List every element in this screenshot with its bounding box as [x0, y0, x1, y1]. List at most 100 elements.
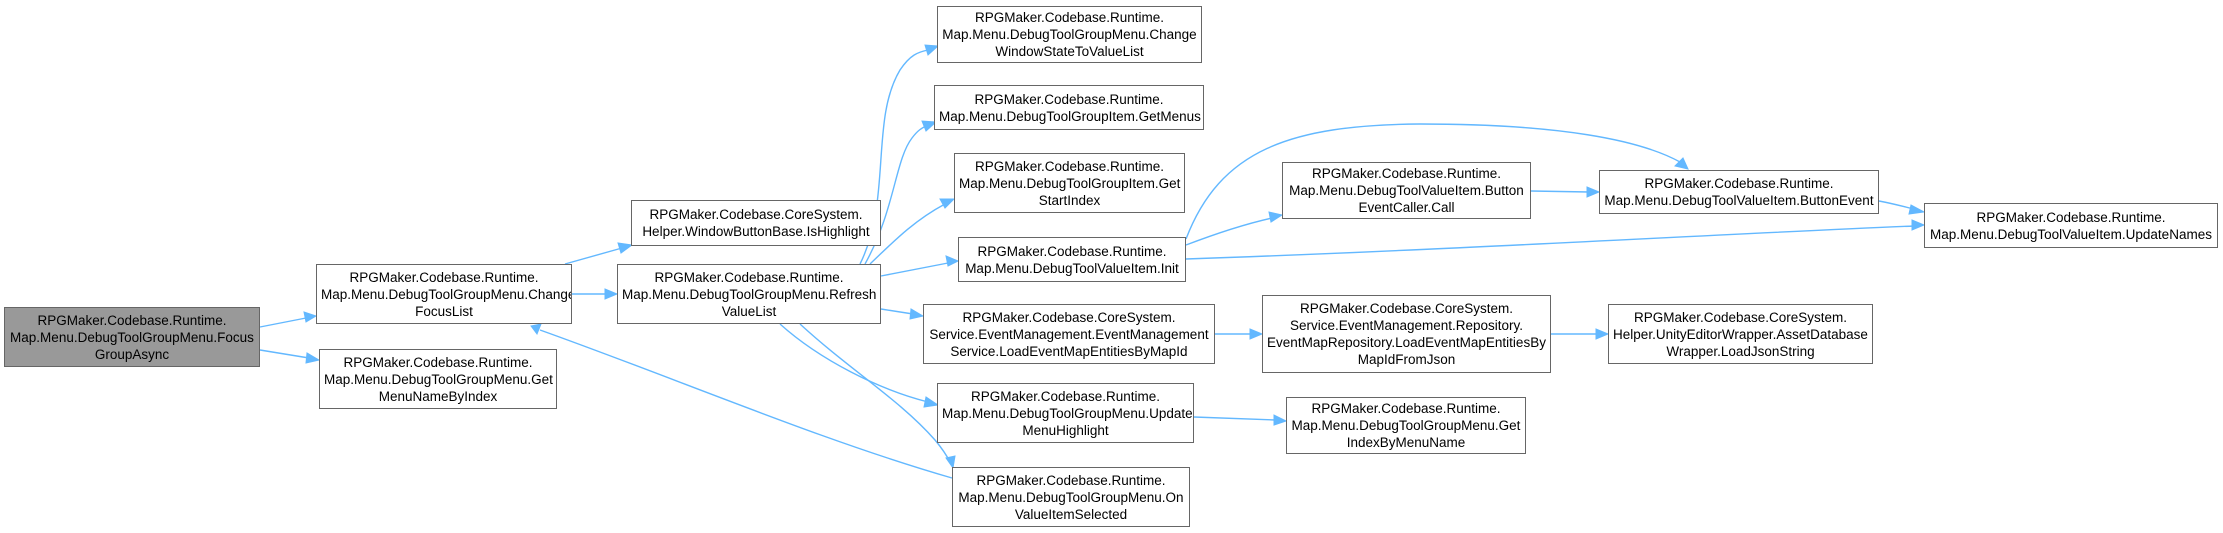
node-label-line: Map.Menu.DebugToolValueItem.UpdateNames [1930, 226, 2212, 242]
edge-buttoncaller-to-buttonevent [1530, 190, 1590, 193]
arrowhead-refresh-to-getstartindex [939, 198, 956, 209]
arrowhead-init-to-updatenames [1911, 219, 1926, 231]
node-load-json-string[interactable]: RPGMaker.Codebase.CoreSystem.Helper.Unit… [1608, 304, 1873, 364]
node-label-line: Map.Menu.DebugToolGroupMenu.Get [1291, 418, 1521, 433]
node-label-line: Map.Menu.DebugToolValueItem.Init [965, 260, 1179, 276]
node-value-item-init[interactable]: RPGMaker.Codebase.Runtime.Map.Menu.Debug… [958, 237, 1186, 282]
node-label-line: Map.Menu.DebugToolGroupMenu.Change [942, 27, 1197, 42]
arrowhead-focus-to-changefocus [303, 311, 318, 323]
node-label-line: Map.Menu.DebugToolGroupItem.Get [959, 175, 1181, 191]
arrowhead-refresh-to-changewindow [924, 44, 940, 56]
edge-init-to-updatenames [1185, 225, 1915, 260]
arrowhead-buttonevent-to-updatenames [1908, 204, 1926, 215]
node-label-line: EventMapRepository.LoadEventMapEntitiesB… [1267, 335, 1546, 350]
node-label-line: RPGMaker.Codebase.Runtime. [977, 243, 1167, 259]
node-get-index-by-menu-name[interactable]: RPGMaker.Codebase.Runtime. Map.Menu.Debug… [1286, 397, 1526, 454]
node-label-line: Helper.UnityEditorWrapper.AssetDatabase [1613, 326, 1868, 342]
node-focus-group-async[interactable]: RPGMaker.Codebase.Runtime.Map.Menu.Debug… [4, 307, 260, 367]
node-label-line: RPGMaker.Codebase.Runtime. [349, 269, 539, 285]
node-label-line: RPGMaker.Codebase.Runtime. [976, 472, 1166, 488]
node-get-menu-name-by-index[interactable]: RPGMaker.Codebase.Runtime.Map.Menu.Debug… [319, 349, 557, 409]
node-update-names[interactable]: RPGMaker.Codebase.Runtime.Map.Menu.Debug… [1924, 203, 2218, 248]
edge-onselected-to-changefocus [539, 329, 953, 479]
node-label-line: Service.EventManagement.Repository. [1289, 318, 1524, 333]
node-on-value-item-selected[interactable]: RPGMaker.Codebase.Runtime.Map.Menu.Debug… [952, 467, 1190, 527]
node-label-line: Map.Menu.DebugToolGroupMenu.Get [324, 371, 553, 387]
arrowhead-init-to-buttoncaller [1268, 211, 1284, 223]
edge-refresh-to-onselected [799, 323, 951, 463]
edge-focus-to-changefocus [259, 317, 307, 328]
node-label-line: Map.Menu.DebugToolGroupMenu.Change [321, 286, 572, 302]
node-label-line: RPGMaker.Codebase.Runtime. [343, 354, 533, 370]
node-label-line: Map.Menu.DebugToolGroupMenu.Update [942, 405, 1193, 421]
node-label-line: ValueItemSelected [1014, 506, 1128, 522]
node-label-line: RPGMaker.Codebase.Runtime. [974, 91, 1164, 107]
arrowhead-loadrepo-to-loadjson [1595, 328, 1610, 340]
node-button-event[interactable]: RPGMaker.Codebase.Runtime.Map.Menu.Debug… [1599, 170, 1879, 214]
node-label-line: Service.LoadEventMapEntitiesByMapId [950, 343, 1188, 359]
node-refresh-value-list[interactable]: RPGMaker.Codebase.Runtime.Map.Menu.Debug… [617, 264, 881, 324]
node-button-event-caller[interactable]: RPGMaker.Codebase.Runtime. Map.Menu.Debug… [1282, 162, 1531, 219]
node-label-line: RPGMaker.Codebase.CoreSystem. [962, 309, 1176, 325]
node-label-line: Service.EventManagement.EventManagement [929, 326, 1209, 342]
node-load-event-repository[interactable]: RPGMaker.Codebase.CoreSystem. Service.Eve… [1262, 295, 1551, 373]
arrowhead-refresh-to-loadservice [909, 308, 925, 320]
node-label-line: RPGMaker.Codebase.Runtime. [1976, 209, 2166, 225]
node-label-line: Wrapper.LoadJsonString [1666, 343, 1815, 359]
edge-buttonevent-to-updatenames [1878, 200, 1915, 210]
arrowhead-init-to-buttonevent [1674, 157, 1689, 170]
node-is-highlight[interactable]: RPGMaker.Codebase.CoreSystem. Helper.Wind… [631, 200, 881, 246]
arrowhead-loadservice-to-loadrepo [1249, 328, 1264, 340]
node-label-line: Map.Menu.DebugToolValueItem.Button [1289, 183, 1524, 198]
arrowhead-refresh-to-updatehighlight [923, 396, 940, 408]
node-get-menus[interactable]: RPGMaker.Codebase.Runtime.Map.Menu.Debug… [934, 85, 1204, 130]
arrowhead-onselected-to-changefocus [530, 323, 542, 336]
edge-updatehighlight-to-getindex [1193, 416, 1277, 421]
node-label-line: Map.Menu.DebugToolGroupMenu.Focus [10, 329, 254, 345]
edge-changefocus-to-ishighlight [564, 247, 623, 265]
arrowhead-updatehighlight-to-getindex [1273, 414, 1288, 426]
node-label-line: RPGMaker.Codebase.Runtime. [970, 388, 1161, 404]
node-label-line: RPGMaker.Codebase.CoreSystem. [1633, 309, 1848, 325]
node-label-line: RPGMaker.Codebase.Runtime. [1311, 166, 1502, 181]
node-label-line: Helper.WindowButtonBase.IsHighlight [642, 224, 870, 239]
node-label-line: ValueList [721, 303, 777, 319]
node-label-line: MenuHighlight [1022, 422, 1109, 438]
node-label-line: RPGMaker.Codebase.CoreSystem. [649, 207, 863, 222]
node-label-line: FocusList [415, 303, 473, 319]
node-label-line: EventCaller.Call [1358, 200, 1455, 215]
node-label-line: Map.Menu.DebugToolValueItem.ButtonEvent [1604, 193, 1874, 208]
edge-focus-to-getmenuname [259, 349, 310, 359]
node-label-line: RPGMaker.Codebase.CoreSystem. [1299, 301, 1514, 316]
arrowhead-buttoncaller-to-buttonevent [1586, 186, 1601, 198]
node-label-line: WindowStateToValueList [995, 44, 1144, 59]
edge-refresh-to-getstartindex [869, 203, 946, 265]
node-label-line: RPGMaker.Codebase.Runtime. [37, 312, 227, 328]
node-label-line: Map.Menu.DebugToolGroupMenu.Refresh [622, 286, 877, 302]
arrowhead-focus-to-getmenuname [305, 352, 321, 364]
edge-init-to-buttonevent [1185, 123, 1681, 240]
node-change-window-state[interactable]: RPGMaker.Codebase.Runtime. Map.Menu.Debug… [937, 6, 1202, 63]
node-label-line: Map.Menu.DebugToolGroupMenu.On [958, 489, 1184, 505]
node-load-event-service[interactable]: RPGMaker.Codebase.CoreSystem.Service.Eve… [923, 304, 1215, 364]
node-label-line: IndexByMenuName [1346, 435, 1466, 450]
node-label-line: RPGMaker.Codebase.Runtime. [654, 269, 844, 285]
edge-refresh-to-valueinit [880, 262, 949, 277]
node-update-menu-highlight[interactable]: RPGMaker.Codebase.Runtime.Map.Menu.Debug… [937, 383, 1194, 443]
node-get-start-index[interactable]: RPGMaker.Codebase.Runtime.Map.Menu.Debug… [954, 153, 1185, 213]
node-change-focus-list[interactable]: RPGMaker.Codebase.Runtime.Map.Menu.Debug… [316, 264, 572, 324]
node-label-line: Map.Menu.DebugToolGroupItem.GetMenus [939, 108, 1201, 124]
node-label-line: RPGMaker.Codebase.Runtime. [974, 158, 1165, 174]
node-label-line: MapIdFromJson [1357, 352, 1456, 367]
arrowhead-changefocus-to-ishighlight [617, 242, 634, 254]
node-label-line: RPGMaker.Codebase.Runtime. [1311, 401, 1501, 416]
arrowhead-refresh-to-onselected [945, 455, 956, 470]
arrowhead-changefocus-to-refresh [604, 288, 619, 300]
node-label-line: RPGMaker.Codebase.Runtime. [974, 10, 1165, 25]
arrowhead-refresh-to-getmenus [921, 120, 938, 132]
node-label-line: MenuNameByIndex [378, 388, 498, 404]
edge-init-to-buttoncaller [1185, 217, 1273, 246]
node-label-line: GroupAsync [94, 346, 170, 362]
node-label-line: StartIndex [1038, 192, 1101, 208]
